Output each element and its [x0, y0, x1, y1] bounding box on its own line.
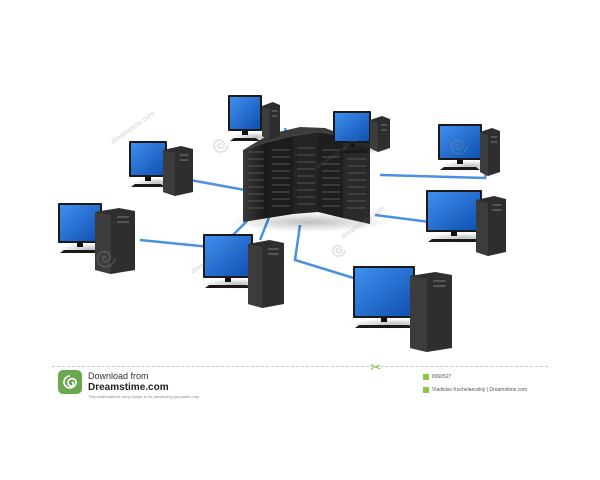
image-id-row: 8360527 [423, 374, 451, 380]
network-cable-icon [374, 213, 431, 224]
fine-print: This watermarked comp image is for previ… [88, 394, 200, 399]
network-cable-icon [293, 224, 361, 282]
author-row: Vladislav Kochelaevskiy | Dreamstime.com [423, 387, 527, 393]
monitor-icon [426, 190, 482, 242]
monitor-icon [58, 203, 102, 253]
author-credit: Vladislav Kochelaevskiy | Dreamstime.com [432, 387, 528, 393]
monitor-icon [333, 111, 371, 153]
computer-workstation-icon [333, 111, 390, 154]
tower-case-icon [410, 272, 452, 352]
cut-line [52, 366, 548, 367]
tower-case-icon [163, 146, 193, 196]
image-id: 8360527 [432, 374, 452, 380]
tower-case-icon [248, 240, 284, 308]
author-square-icon [423, 387, 429, 393]
computer-workstation-icon [201, 234, 284, 308]
monitor-icon [438, 124, 482, 170]
dreamstime-logo-icon [58, 370, 82, 394]
tower-case-icon [262, 102, 280, 140]
download-label: Download from [88, 371, 149, 381]
computer-workstation-icon [422, 190, 506, 256]
monitor-icon [353, 266, 415, 328]
monitor-icon [129, 141, 167, 187]
watermark-spiral-icon [450, 139, 468, 155]
computer-workstation-icon [347, 266, 452, 352]
computer-workstation-icon [228, 95, 280, 142]
computer-workstation-icon [58, 203, 135, 274]
watermark-spiral-icon [331, 244, 346, 258]
id-square-icon [423, 374, 429, 380]
watermark-spiral-icon [96, 250, 116, 268]
scissors-icon: ✂ [370, 359, 382, 375]
computer-workstation-icon [438, 124, 502, 176]
site-name[interactable]: Dreamstime.com [88, 382, 169, 393]
tower-case-icon [480, 128, 500, 176]
tower-case-icon [95, 208, 135, 274]
network-cable-icon [189, 178, 246, 192]
tower-case-icon [370, 116, 390, 152]
monitor-icon [228, 95, 262, 141]
computer-workstation-icon [129, 141, 193, 196]
monitor-icon [203, 234, 253, 288]
server-rack-icon [230, 127, 390, 232]
watermark-spiral-icon [212, 139, 229, 154]
tower-case-icon [476, 196, 506, 256]
